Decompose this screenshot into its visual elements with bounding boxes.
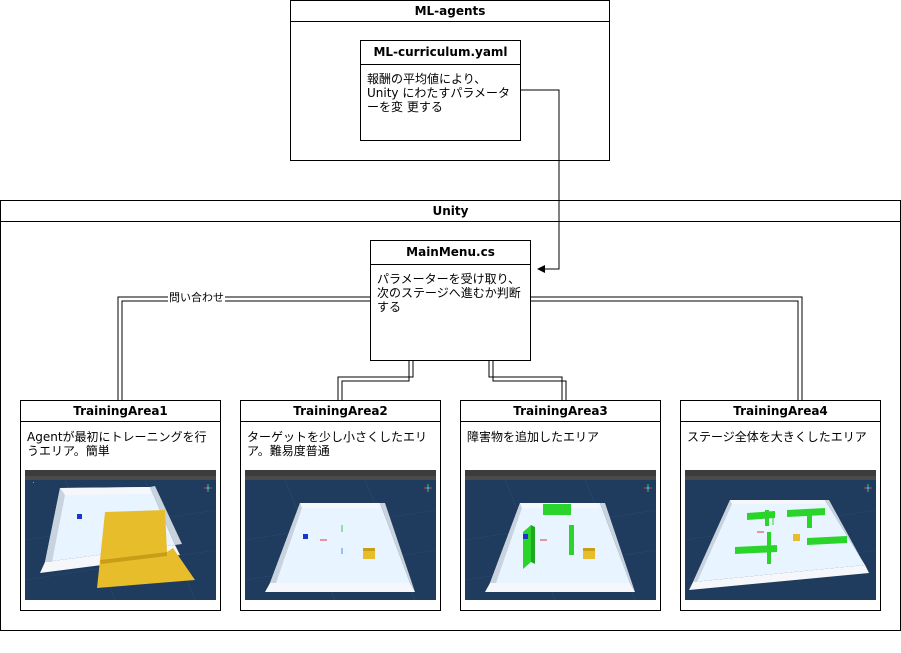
- training-area-3-screenshot: [465, 470, 656, 600]
- curriculum-yaml-node[interactable]: ML-curriculum.yaml 報酬の平均値により、Unity にわたすパ…: [360, 40, 521, 141]
- training-area-4-node[interactable]: TrainingArea4 ステージ全体を大きくしたエリア: [680, 400, 881, 611]
- link-area4-outer: [530, 296, 803, 400]
- training-area-desc: 障害物を追加したエリア: [467, 430, 600, 444]
- training-area-title: TrainingArea4: [681, 401, 880, 422]
- ml-agents-container: ML-agents: [290, 0, 610, 161]
- curriculum-yaml-desc: 報酬の平均値により、Unity にわたすパラメーターを変 更する: [367, 72, 510, 114]
- link-area4-inner: [530, 300, 799, 400]
- training-area-3-node[interactable]: TrainingArea3 障害物を追加したエリア: [460, 400, 661, 611]
- training-area-title: TrainingArea3: [461, 401, 660, 422]
- training-area-title: TrainingArea2: [241, 401, 440, 422]
- query-edge-label: 問い合わせ: [168, 291, 225, 304]
- training-area-desc: ステージ全体を大きくしたエリア: [687, 430, 867, 444]
- main-menu-node[interactable]: MainMenu.cs パラメーターを受け取り、次のステージへ進むか判断 する: [370, 240, 531, 361]
- link-area3-outer: [492, 360, 567, 400]
- link-area1-outer: [117, 296, 370, 400]
- link-area2-outer: [337, 360, 414, 400]
- training-area-1-screenshot: [25, 470, 216, 600]
- link-area3-inner: [488, 360, 563, 400]
- training-area-2-screenshot: [245, 470, 436, 600]
- unity-title: Unity: [1, 201, 900, 222]
- training-area-desc: ターゲットを少し小さくしたエリア。難易度普通: [247, 430, 428, 458]
- main-menu-desc: パラメーターを受け取り、次のステージへ進むか判断 する: [377, 272, 521, 314]
- training-area-4-screenshot: [685, 470, 876, 600]
- training-area-2-node[interactable]: TrainingArea2 ターゲットを少し小さくしたエリア。難易度普通: [240, 400, 441, 611]
- main-menu-title: MainMenu.cs: [371, 241, 530, 265]
- training-area-desc: Agentが最初にトレーニングを行うエリア。簡単: [27, 430, 207, 458]
- training-area-title: TrainingArea1: [21, 401, 220, 422]
- curriculum-yaml-title: ML-curriculum.yaml: [361, 41, 520, 65]
- training-area-1-node[interactable]: TrainingArea1 Agentが最初にトレーニングを行うエリア。簡単: [20, 400, 221, 611]
- yaml-to-mainmenu-arrow: [520, 89, 560, 273]
- link-area1-inner: [121, 300, 370, 400]
- link-area2-inner: [341, 360, 410, 400]
- ml-agents-title: ML-agents: [291, 1, 609, 22]
